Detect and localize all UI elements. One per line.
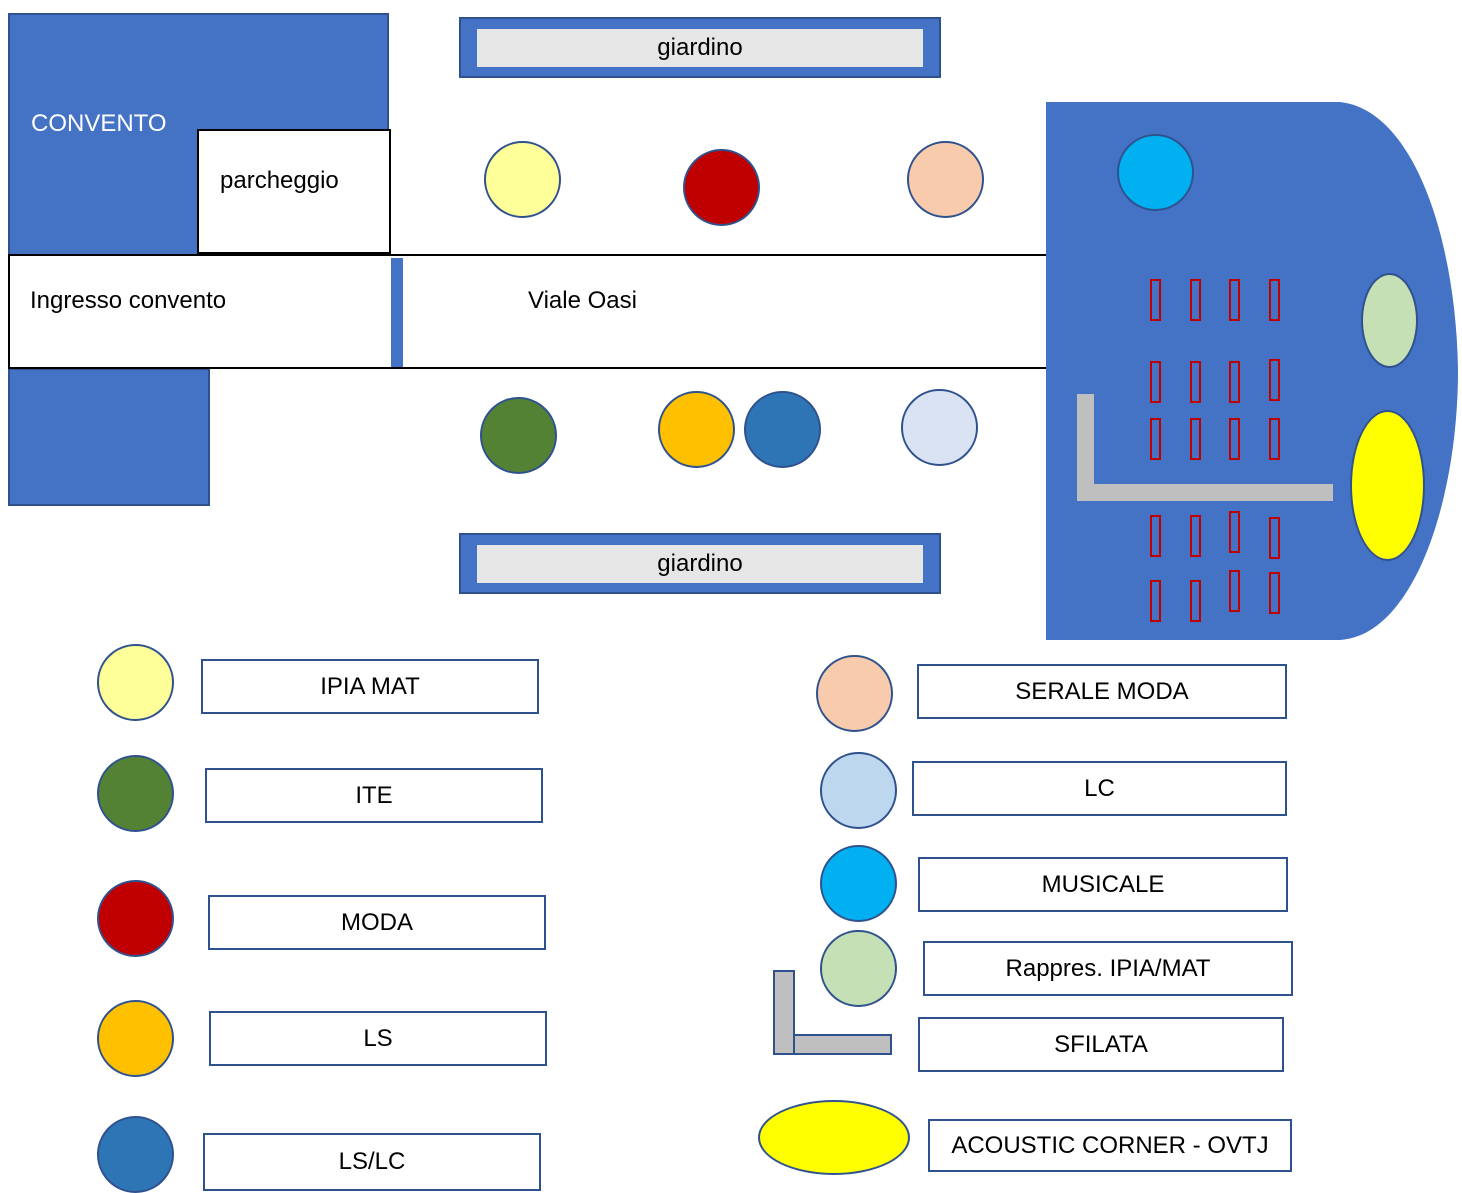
station-ls-lc (744, 391, 821, 468)
seat (1229, 418, 1240, 460)
convent-building-lower (8, 368, 210, 506)
legend-label-box: MUSICALE (918, 857, 1288, 912)
legend-swatch-lc (820, 752, 897, 829)
seat (1190, 279, 1201, 321)
seat (1229, 279, 1240, 321)
station-ite (480, 397, 557, 474)
legend-label: ACOUSTIC CORNER - OVTJ (951, 1131, 1269, 1159)
convent-label: CONVENTO (31, 110, 167, 137)
seat (1150, 580, 1161, 622)
seat (1190, 580, 1201, 622)
seat (1190, 361, 1201, 403)
seat (1269, 279, 1280, 321)
seat (1229, 511, 1240, 553)
seat (1190, 418, 1201, 460)
garden-top-label: giardino (657, 34, 743, 61)
legend-label: LS/LC (338, 1148, 406, 1175)
seat (1269, 359, 1280, 401)
legend-label-box: MODA (208, 895, 546, 950)
legend-swatch-acoustic-corner (758, 1100, 910, 1175)
seat (1269, 572, 1280, 614)
courtyard-area (1046, 102, 1458, 640)
garden-top-lawn: giardino (477, 29, 923, 67)
legend-swatch-ls-lc (97, 1116, 174, 1193)
station-serale-moda (907, 141, 984, 218)
legend-label-box: LS/LC (203, 1133, 541, 1191)
legend-label-box: IPIA MAT (201, 659, 539, 714)
station-rappres-ipia-mat (1361, 273, 1418, 368)
legend-label: ITE (355, 781, 393, 809)
legend-label-box: ACOUSTIC CORNER - OVTJ (928, 1119, 1292, 1172)
legend-label: IPIA MAT (320, 672, 420, 700)
legend-label-box: LS (209, 1011, 547, 1066)
seat (1269, 517, 1280, 559)
station-ipia-mat (484, 141, 561, 218)
legend-label: MODA (341, 908, 413, 936)
legend-label: Rappres. IPIA/MAT (1005, 954, 1211, 982)
seat (1229, 570, 1240, 612)
station-ls (658, 391, 735, 468)
seat (1269, 418, 1280, 460)
seat (1150, 361, 1161, 403)
legend-label-box: Rappres. IPIA/MAT (923, 941, 1293, 996)
legend-swatch-moda (97, 880, 174, 957)
legend-swatch-ipia-mat (97, 644, 174, 721)
seat (1190, 515, 1201, 557)
legend-swatch-sfilata-vertical (773, 970, 795, 1055)
garden-bottom-label: giardino (657, 550, 743, 577)
legend-swatch-serale-moda (816, 655, 893, 732)
parking-area (197, 129, 391, 254)
legend-label-box: SFILATA (918, 1017, 1284, 1072)
legend-swatch-rappres-ipia-mat (820, 930, 897, 1007)
legend-swatch-ls (97, 1000, 174, 1077)
seat (1229, 361, 1240, 403)
road-strip (8, 254, 1048, 369)
seat (1150, 279, 1161, 321)
seat (1150, 515, 1161, 557)
legend-label-box: ITE (205, 768, 543, 823)
station-lc (901, 389, 978, 466)
legend-label: LS (363, 1024, 393, 1052)
legend-label: LC (1084, 774, 1115, 802)
station-musicale (1117, 134, 1194, 211)
entrance-label: Ingresso convento (30, 287, 227, 314)
legend-label-box: LC (912, 761, 1287, 816)
parking-label: parcheggio (220, 167, 339, 194)
station-moda (683, 149, 760, 226)
garden-bottom-lawn: giardino (477, 545, 923, 583)
legend-label: MUSICALE (1041, 870, 1165, 898)
legend-label: SERALE MODA (1015, 677, 1189, 705)
legend-label: SFILATA (1054, 1030, 1148, 1058)
station-acoustic-corner (1350, 410, 1425, 561)
legend-swatch-sfilata-horizontal (793, 1034, 892, 1055)
legend-swatch-ite (97, 755, 174, 832)
runway-horizontal (1077, 484, 1333, 501)
road-label: Viale Oasi (528, 287, 637, 314)
legend-label-box: SERALE MODA (917, 664, 1287, 719)
gate-bar (391, 258, 403, 367)
legend-swatch-musicale (820, 845, 897, 922)
runway-vertical (1077, 394, 1094, 500)
seat (1150, 418, 1161, 460)
